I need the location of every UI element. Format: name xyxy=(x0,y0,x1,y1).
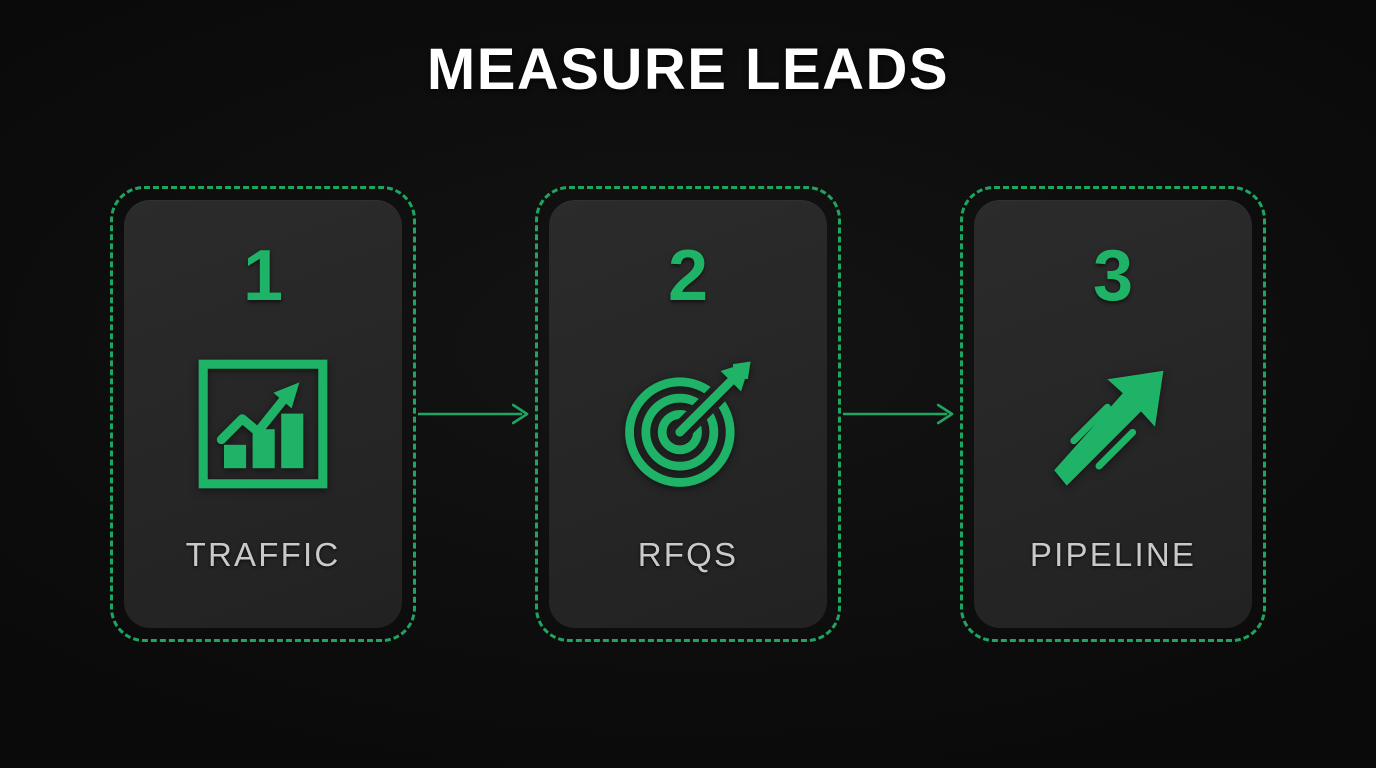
step-card-pipeline[interactable]: 3 PIPELINE xyxy=(960,186,1266,642)
upward-arrow-icon xyxy=(974,312,1252,536)
arrow-right-icon xyxy=(416,399,535,429)
step-number-1: 1 xyxy=(242,236,284,316)
step-number-3: 3 xyxy=(1092,236,1134,316)
step-card-rfqs[interactable]: 2 xyxy=(535,186,841,642)
target-bullseye-arrow-icon xyxy=(549,312,827,536)
step-label-traffic: TRAFFIC xyxy=(185,536,341,573)
step-card-inner: 1 TRAFFIC xyxy=(124,200,402,628)
process-flow: 1 TRAFFIC xyxy=(110,186,1266,642)
page-title: MEASURE LEADS xyxy=(426,37,950,102)
step-label-pipeline: PIPELINE xyxy=(1029,536,1197,573)
step-label-rfqs: RFQS xyxy=(637,536,739,573)
step-number-2: 2 xyxy=(667,236,709,316)
step-card-inner: 3 PIPELINE xyxy=(974,200,1252,628)
arrow-right-icon xyxy=(841,399,960,429)
step-card-traffic[interactable]: 1 TRAFFIC xyxy=(110,186,416,642)
step-card-inner: 2 xyxy=(549,200,827,628)
bar-chart-growth-icon xyxy=(124,312,402,536)
